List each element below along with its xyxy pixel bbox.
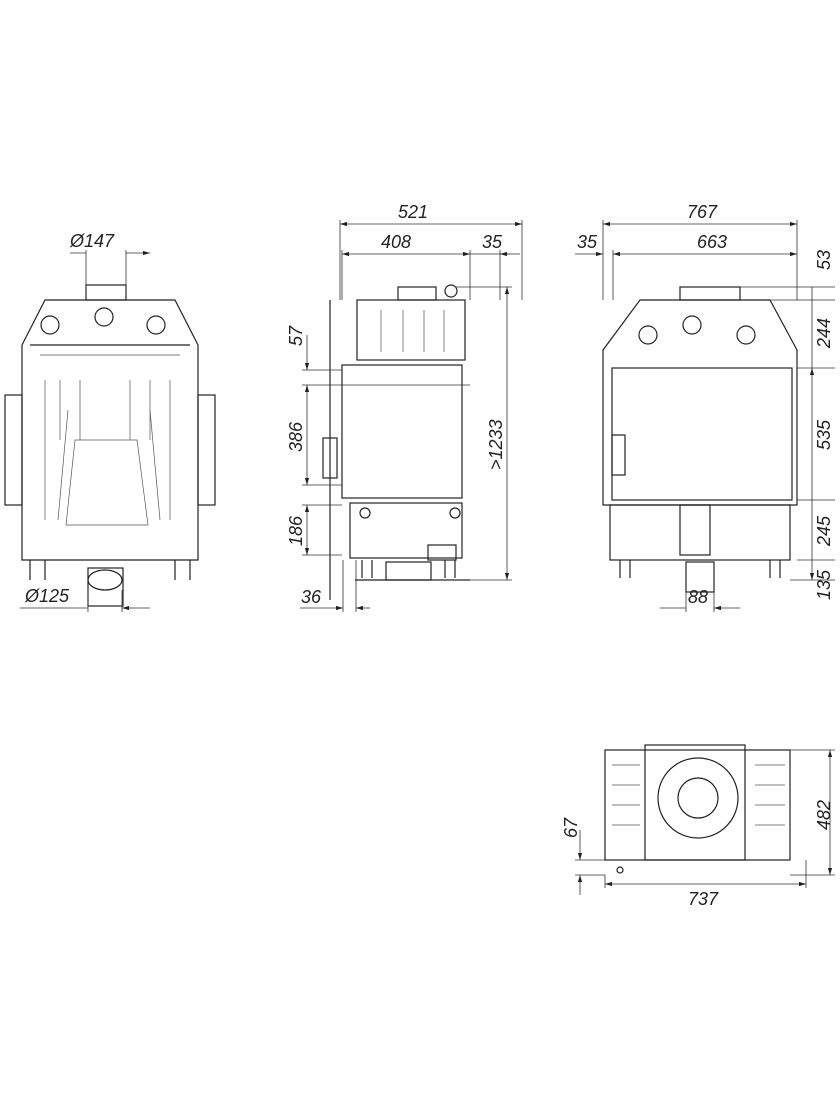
dim-total-height: >1233 [486,419,506,470]
dim-top-offset: 57 [286,325,306,346]
dim-lower-height: 186 [286,515,306,546]
dim-base-h: 245 [814,515,834,547]
dim-glass-height: 386 [286,421,306,452]
dim-hood-h: 244 [814,318,834,349]
dim-firebox-h: 535 [814,419,834,450]
dim-overall-width: 767 [687,202,718,222]
front-view: Ø147 Ø125 [4,231,216,612]
side-view: 521 408 35 >1233 57 386 186 36 [286,202,523,612]
dim-flue-bottom-diameter: Ø125 [24,586,70,606]
dim-plan-depth: 482 [814,800,834,830]
dim-flue-top-diameter: Ø147 [69,231,115,251]
rear-view: 767 35 663 53 244 535 245 135 88 [575,202,835,612]
dim-overall-depth: 521 [398,202,428,222]
dim-legs-h: 135 [814,569,834,600]
dim-side-offset: 35 [577,232,598,252]
dim-duct-width: 88 [688,587,708,607]
dim-body-depth: 408 [381,232,411,252]
dim-offset: 35 [482,232,503,252]
dim-plan-offset: 67 [561,817,581,838]
dim-plan-width: 737 [688,889,719,909]
dim-foot-offset: 36 [301,587,322,607]
plan-view: 482 67 737 [561,744,835,909]
dim-body-width: 663 [697,232,727,252]
dim-top-h: 53 [814,250,834,270]
